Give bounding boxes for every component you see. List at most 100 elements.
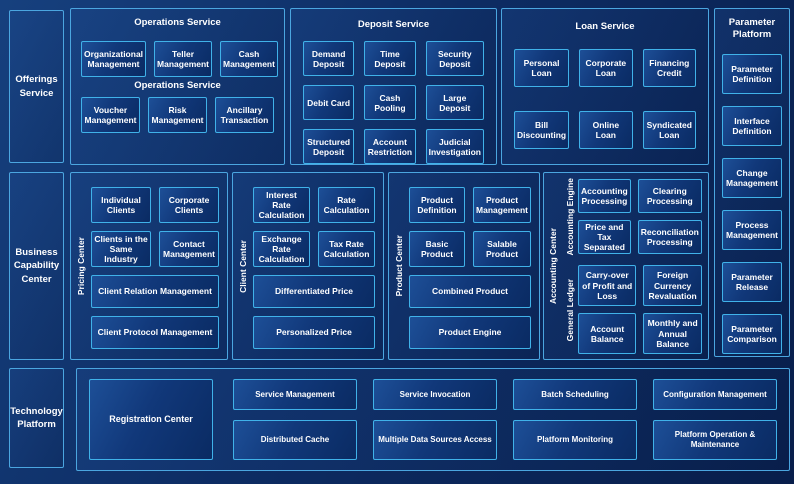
box-client-relation-management: Client Relation Management — [91, 275, 219, 308]
box-differentiated-price: Differentiated Price — [253, 275, 375, 308]
box-configuration-management: Configuration Management — [653, 379, 777, 410]
rail-offerings-service: Offerings Service — [9, 10, 64, 163]
rail-business-label: Business Capability Center — [13, 247, 60, 285]
box-tax-rate-calculation: Tax Rate Calculation — [318, 231, 375, 267]
box-service-invocation: Service Invocation — [373, 379, 497, 410]
box-process-management: Process Management — [722, 209, 782, 250]
box-financing-credit: Financing Credit — [642, 49, 696, 88]
box-demand-deposit: Demand Deposit — [303, 41, 355, 77]
general-ledger-section: General Ledger Carry-over of Profit and … — [561, 265, 702, 355]
box-time-deposit: Time Deposit — [364, 41, 416, 77]
general-ledger-grid: Carry-over of Profit and Loss Foreign Cu… — [578, 265, 702, 355]
box-contact-management: Contact Management — [159, 231, 219, 267]
box-price-and-tax-separated: Price and Tax Separated — [578, 220, 631, 254]
panel-accounting-center: Accounting Center Accounting Engine Acco… — [543, 172, 709, 360]
loan-service-title: Loan Service — [575, 21, 635, 32]
deposit-service-grid: Demand Deposit Time Deposit Security Dep… — [303, 41, 484, 165]
box-batch-scheduling: Batch Scheduling — [513, 379, 637, 410]
pricing-center-grid: Individual Clients Corporate Clients Cli… — [91, 187, 219, 267]
box-structured-deposit: Structured Deposit — [303, 129, 355, 165]
box-change-management: Change Management — [722, 157, 782, 198]
box-reconciliation-processing: Reconciliation Processing — [637, 220, 702, 254]
box-organizational-management: Organizational Management — [81, 41, 147, 78]
box-rate-calculation: Rate Calculation — [318, 187, 375, 223]
box-salable-product: Salable Product — [473, 231, 531, 267]
operations-service-title: Operations Service — [134, 17, 221, 28]
client-center-side-strip: Client Center — [233, 173, 253, 359]
panel-product-center: Product Center Product Definition Produc… — [388, 172, 540, 360]
box-exchange-rate-calculation: Exchange Rate Calculation — [253, 231, 310, 267]
box-individual-clients: Individual Clients — [91, 187, 151, 223]
box-judicial-investigation: Judicial Investigation — [425, 129, 484, 165]
box-basic-product: Basic Product — [409, 231, 466, 267]
accounting-center-side-label: Accounting Center — [547, 227, 558, 305]
box-cash-pooling: Cash Pooling — [364, 85, 416, 121]
loan-service-grid: Personal Loan Corporate Loan Financing C… — [514, 49, 696, 150]
box-parameter-release: Parameter Release — [722, 261, 782, 302]
box-clients-in-the-same-industry: Clients in the Same Industry — [91, 231, 151, 267]
box-product-engine: Product Engine — [409, 316, 531, 349]
technology-platform-grid: Service Management Service Invocation Ba… — [233, 379, 777, 460]
panel-operations-service: Operations Service Organizational Manage… — [70, 8, 285, 165]
pricing-center-side-strip: Pricing Center — [71, 173, 91, 359]
box-teller-management: Teller Management — [154, 41, 212, 78]
box-online-loan: Online Loan — [579, 111, 633, 150]
box-syndicated-loan: Syndicated Loan — [642, 111, 696, 150]
panel-loan-service: Loan Service Personal Loan Corporate Loa… — [501, 8, 709, 165]
rail-offerings-label: Offerings Service — [15, 74, 58, 99]
panel-technology-platform: Registration Center Service Management S… — [76, 368, 790, 471]
box-parameter-definition: Parameter Definition — [722, 53, 782, 94]
product-center-side-label: Product Center — [394, 235, 404, 297]
panel-client-center: Client Center Interest Rate Calculation … — [232, 172, 384, 360]
box-bill-discounting: Bill Discounting — [514, 111, 570, 150]
box-client-protocol-management: Client Protocol Management — [91, 316, 219, 349]
parameter-platform-title: Parameter Platform — [728, 17, 776, 41]
box-debit-card: Debit Card — [303, 85, 355, 121]
box-registration-center: Registration Center — [89, 379, 213, 460]
pricing-center-side-label: Pricing Center — [76, 236, 86, 296]
accounting-center-content: Accounting Engine Accounting Processing … — [561, 178, 702, 355]
client-center-grid: Interest Rate Calculation Rate Calculati… — [253, 187, 375, 267]
box-security-deposit: Security Deposit — [425, 41, 484, 77]
box-carry-over-of-profit-and-loss: Carry-over of Profit and Loss — [578, 265, 637, 307]
box-interest-rate-calculation: Interest Rate Calculation — [253, 187, 310, 223]
box-personalized-price: Personalized Price — [253, 316, 375, 349]
box-platform-operation-maintenance: Platform Operation & Maintenance — [653, 419, 777, 460]
box-multiple-data-sources-access: Multiple Data Sources Access — [373, 419, 497, 460]
box-product-management: Product Management — [473, 187, 531, 223]
panel-parameter-platform: Parameter Platform Parameter Definition … — [714, 8, 790, 357]
box-account-restriction: Account Restriction — [364, 129, 416, 165]
box-monthly-and-annual-balance: Monthly and Annual Balance — [643, 313, 702, 355]
rail-technology-label: Technology Platform — [10, 405, 63, 430]
general-ledger-label: General Ledger — [564, 278, 575, 341]
accounting-engine-strip: Accounting Engine — [561, 178, 578, 255]
panel-pricing-center: Pricing Center Individual Clients Corpor… — [70, 172, 228, 360]
box-service-management: Service Management — [233, 379, 357, 410]
panel-deposit-service: Deposit Service Demand Deposit Time Depo… — [290, 8, 497, 165]
accounting-engine-section: Accounting Engine Accounting Processing … — [561, 178, 702, 255]
box-accounting-processing: Accounting Processing — [578, 179, 631, 213]
product-center-side-strip: Product Center — [389, 173, 409, 359]
box-corporate-clients: Corporate Clients — [159, 187, 219, 223]
client-center-side-label: Client Center — [238, 239, 248, 293]
operations-row-1: Organizational Management Teller Managem… — [81, 41, 278, 78]
box-large-deposit: Large Deposit — [425, 85, 484, 121]
operations-row-2: Voucher Management Risk Management Ancil… — [81, 97, 274, 134]
accounting-center-side-strip: Accounting Center — [544, 179, 561, 353]
general-ledger-strip: General Ledger — [561, 265, 578, 354]
accounting-engine-grid: Accounting Processing Clearing Processin… — [578, 178, 702, 255]
pricing-center-content: Individual Clients Corporate Clients Cli… — [91, 173, 227, 359]
deposit-service-title: Deposit Service — [357, 19, 430, 30]
box-foreign-currency-revaluation: Foreign Currency Revaluation — [643, 265, 702, 307]
box-voucher-management: Voucher Management — [81, 97, 140, 134]
product-center-grid: Product Definition Product Management Ba… — [409, 187, 531, 267]
box-parameter-comparison: Parameter Comparison — [722, 313, 782, 354]
rail-business-capability-center: Business Capability Center — [9, 172, 64, 360]
box-cash-management: Cash Management — [220, 41, 278, 78]
accounting-engine-label: Accounting Engine — [564, 177, 575, 256]
box-personal-loan: Personal Loan — [514, 49, 570, 88]
box-clearing-processing: Clearing Processing — [637, 179, 702, 213]
box-risk-management: Risk Management — [148, 97, 207, 134]
box-distributed-cache: Distributed Cache — [233, 419, 357, 460]
